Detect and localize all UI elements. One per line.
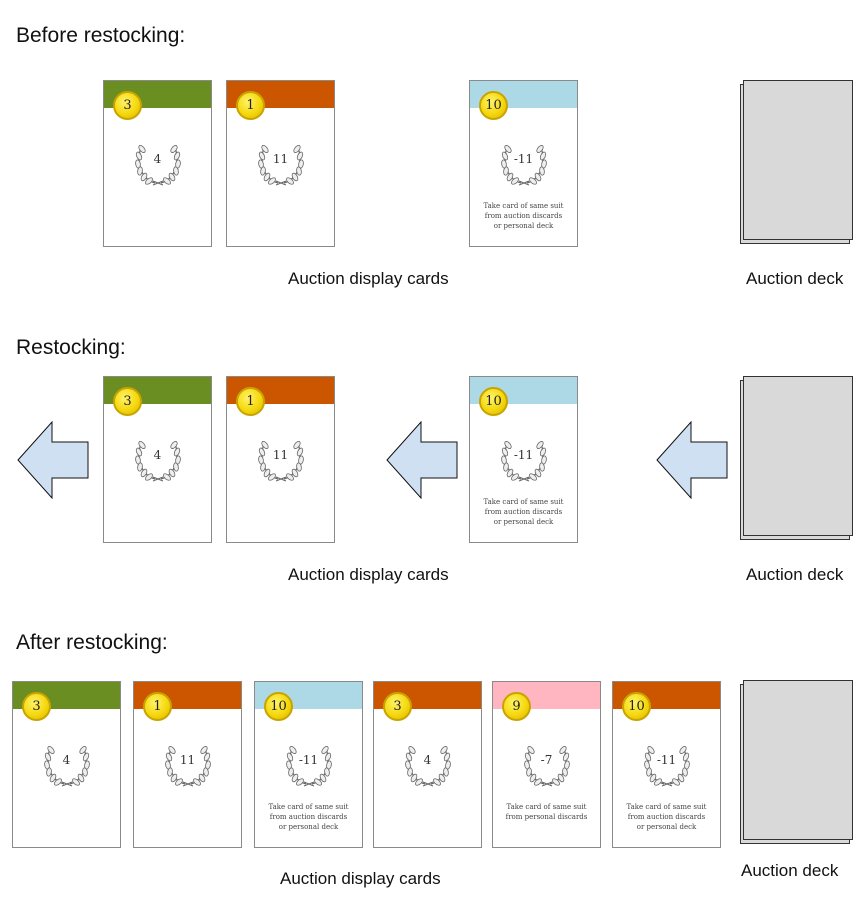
- victory-points-value: 4: [423, 753, 432, 767]
- gold-coin-icon: 3: [113, 91, 142, 120]
- heading-after-restocking: After restocking:: [16, 631, 168, 654]
- gold-coin-icon: 10: [622, 692, 651, 721]
- laurel-wreath-icon: [44, 746, 90, 787]
- deck-card-back: [743, 680, 853, 840]
- gold-coin-icon: 3: [383, 692, 412, 721]
- victory-points-value: 4: [62, 753, 71, 767]
- laurel-wreath-icon: [501, 441, 547, 482]
- card-ability-text: Take card of same suit from auction disc…: [268, 803, 349, 831]
- left-arrow-icon: [386, 421, 458, 499]
- victory-points-value: 4: [153, 448, 162, 462]
- laurel-wreath-icon: [135, 441, 181, 482]
- auction-display-caption: Auction display cards: [280, 869, 441, 888]
- auction-deck-caption: Auction deck: [746, 565, 844, 584]
- gold-coin-icon: 1: [236, 387, 265, 416]
- left-arrow-icon: [17, 421, 89, 499]
- gold-coin-icon: 1: [236, 91, 265, 120]
- laurel-wreath-icon: [501, 145, 547, 186]
- left-arrow-icon: [656, 421, 728, 499]
- gold-coin-icon: 10: [264, 692, 293, 721]
- laurel-wreath-icon: [286, 746, 332, 787]
- laurel-wreath-icon: [524, 746, 570, 787]
- laurel-wreath-icon: [165, 746, 211, 787]
- auction-deck: [740, 680, 853, 845]
- gold-coin-icon: 3: [22, 692, 51, 721]
- auction-deck-caption: Auction deck: [746, 269, 844, 288]
- gold-coin-icon: 10: [479, 387, 508, 416]
- deck-card-back: [743, 376, 853, 536]
- victory-points-value: 4: [153, 152, 162, 166]
- card-ability-text: Take card of same suit from auction disc…: [626, 803, 707, 831]
- victory-points-value: 11: [179, 753, 196, 767]
- deck-card-back: [743, 80, 853, 240]
- gold-coin-icon: 10: [479, 91, 508, 120]
- victory-points-value: -11: [656, 753, 677, 767]
- victory-points-value: -11: [513, 152, 534, 166]
- auction-deck: [740, 80, 853, 245]
- gold-coin-icon: 9: [502, 692, 531, 721]
- auction-deck-caption: Auction deck: [741, 861, 839, 880]
- gold-coin-icon: 1: [143, 692, 172, 721]
- auction-deck: [740, 376, 853, 541]
- heading-restocking: Restocking:: [16, 336, 126, 359]
- card-ability-text: Take card of same suit from auction disc…: [483, 498, 564, 526]
- laurel-wreath-icon: [135, 145, 181, 186]
- card-ability-text: Take card of same suit from auction disc…: [483, 202, 564, 230]
- auction-display-caption: Auction display cards: [288, 565, 449, 584]
- victory-points-value: -11: [298, 753, 319, 767]
- laurel-wreath-icon: [405, 746, 451, 787]
- card-ability-text: Take card of same suit from personal dis…: [505, 803, 588, 821]
- gold-coin-icon: 3: [113, 387, 142, 416]
- victory-points-value: -11: [513, 448, 534, 462]
- laurel-wreath-icon: [258, 441, 304, 482]
- auction-display-caption: Auction display cards: [288, 269, 449, 288]
- victory-points-value: -7: [540, 753, 553, 767]
- victory-points-value: 11: [272, 448, 289, 462]
- laurel-wreath-icon: [644, 746, 690, 787]
- victory-points-value: 11: [272, 152, 289, 166]
- heading-before-restocking: Before restocking:: [16, 24, 186, 47]
- laurel-wreath-icon: [258, 145, 304, 186]
